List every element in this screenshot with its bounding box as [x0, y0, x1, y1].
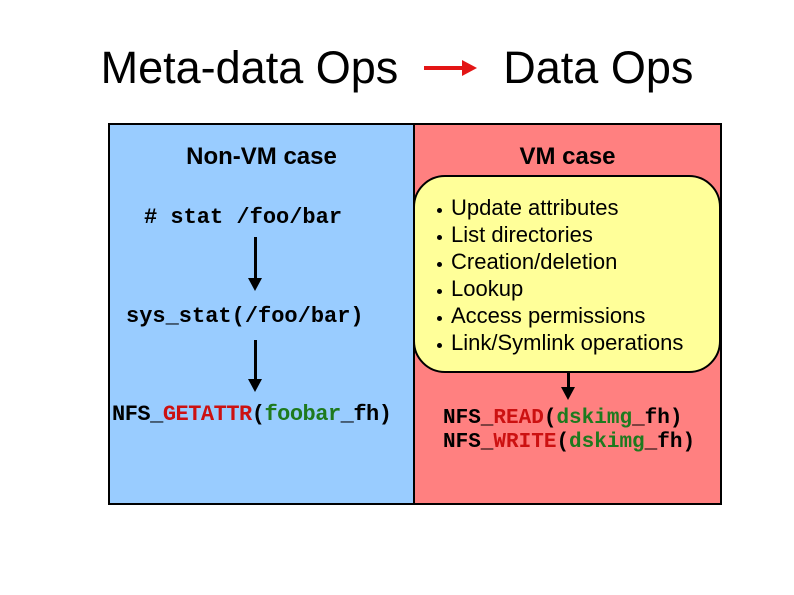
list-item: Update attributes: [437, 194, 713, 221]
arrow-shaft: [253, 340, 257, 379]
paren: (: [543, 407, 557, 430]
nfs-prefix: NFS_: [112, 402, 163, 427]
panel-non-vm: Non-VM case # stat /foo/bar sys_stat(/fo…: [110, 125, 415, 503]
bullet-icon: [437, 288, 442, 294]
arrow-shaft: [424, 66, 463, 70]
bullet-icon: [437, 207, 442, 213]
nfs-arg: dskimg: [569, 431, 645, 454]
metadata-ops-callout: Update attributes List directories Creat…: [413, 175, 721, 373]
nfs-write-call: NFS_WRITE(dskimg_fh): [443, 431, 695, 455]
nfs-op: GETATTR: [162, 402, 252, 427]
list-item-label: Link/Symlink operations: [451, 329, 684, 355]
nfs-suffix: _fh): [340, 402, 392, 427]
nfs-getattr-call: NFS_GETATTR(foobar_fh): [112, 402, 392, 427]
arrow-head: [462, 60, 478, 76]
bullet-icon: [437, 315, 442, 321]
arrow-shaft: [566, 371, 570, 387]
nfs-prefix: NFS_: [443, 407, 494, 430]
panel-vm: VM case Update attributes List directori…: [413, 125, 721, 503]
bullet-icon: [437, 261, 442, 267]
metadata-ops-list: Update attributes List directories Creat…: [415, 177, 719, 356]
list-item: Access permissions: [437, 302, 713, 329]
comparison-panels: Non-VM case # stat /foo/bar sys_stat(/fo…: [108, 123, 722, 505]
arrow-head: [248, 278, 262, 291]
vm-heading: VM case: [519, 143, 616, 170]
arrow-head: [561, 387, 575, 400]
paren: (: [556, 431, 570, 454]
shell-command: # stat /foo/bar: [144, 205, 343, 230]
list-item-label: List directories: [451, 221, 593, 247]
nfs-arg: foobar: [264, 402, 341, 427]
down-arrow-icon: [560, 371, 576, 400]
list-item-label: Access permissions: [451, 302, 646, 328]
list-item: Link/Symlink operations: [437, 329, 713, 356]
nfs-data-calls: NFS_READ(dskimg_fh) NFS_WRITE(dskimg_fh): [443, 407, 695, 455]
nfs-op: WRITE: [493, 431, 557, 454]
list-item-label: Creation/deletion: [451, 248, 618, 274]
paren: (: [251, 402, 265, 427]
nfs-arg: dskimg: [556, 407, 633, 430]
bullet-icon: [437, 234, 442, 240]
nfs-read-call: NFS_READ(dskimg_fh): [443, 407, 695, 431]
list-item: List directories: [437, 221, 713, 248]
arrow-shaft: [253, 237, 257, 278]
syscall: sys_stat(/foo/bar): [126, 304, 364, 329]
nfs-op: READ: [493, 407, 544, 430]
list-item: Creation/deletion: [437, 248, 713, 275]
list-item: Lookup: [437, 275, 713, 302]
title-meta-data-ops: Meta-data Ops: [100, 42, 399, 93]
arrow-head: [248, 379, 262, 392]
nfs-suffix: _fh): [632, 407, 683, 430]
bullet-icon: [437, 342, 442, 348]
list-item-label: Update attributes: [451, 194, 619, 220]
list-item-label: Lookup: [451, 275, 524, 301]
right-arrow-icon: [424, 60, 478, 76]
nfs-prefix: NFS_: [443, 431, 494, 454]
non-vm-heading: Non-VM case: [186, 143, 337, 170]
title-data-ops: Data Ops: [503, 42, 694, 93]
down-arrow-icon: [247, 237, 263, 291]
down-arrow-icon: [247, 340, 263, 392]
nfs-suffix: _fh): [644, 431, 696, 454]
slide-title: Meta-data Ops Data Ops: [0, 40, 794, 96]
